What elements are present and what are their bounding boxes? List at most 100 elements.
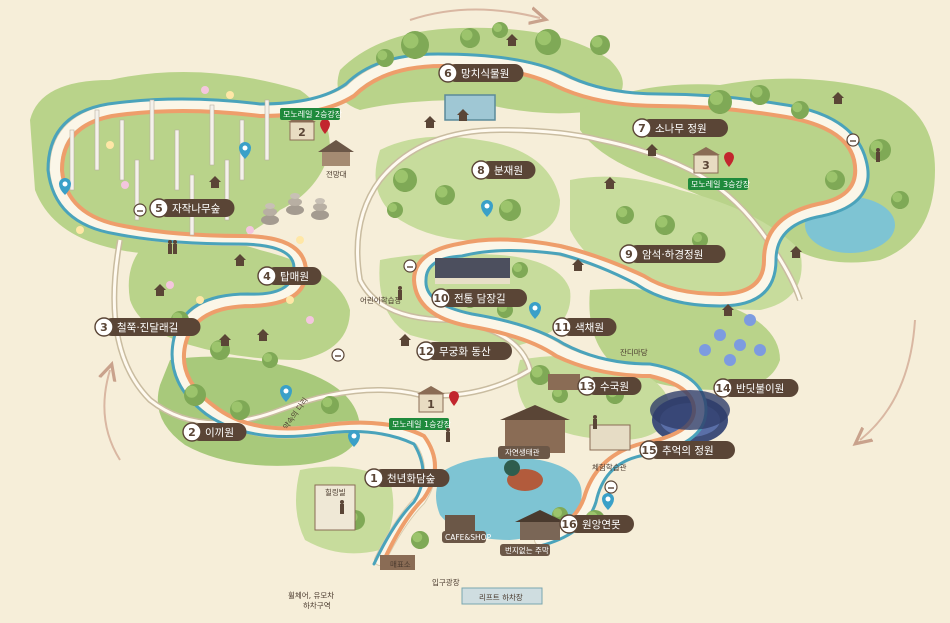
- monorail-station-number: 1: [427, 398, 435, 411]
- garden-name: 탑매원: [280, 271, 309, 283]
- photo-spot-icon[interactable]: [239, 142, 251, 159]
- monorail-station-label: 모노레일 2승강장: [283, 109, 343, 119]
- restroom-icon: [446, 428, 450, 442]
- garden-name: 천년화담숲: [387, 473, 436, 485]
- garden-number: 14: [715, 382, 731, 395]
- monorail-station-3[interactable]: 3 모노레일 3승강장: [688, 147, 751, 190]
- rest-area-icon: [604, 480, 618, 494]
- garden-number: 11: [554, 321, 569, 334]
- garden-name: 소나무 정원: [655, 123, 707, 135]
- garden-name: 망치식물원: [461, 68, 509, 80]
- photo-spot-icon[interactable]: [280, 385, 292, 402]
- restroom-icon: [398, 286, 402, 300]
- ticket-office: [380, 555, 415, 570]
- rest-area-icon: [846, 133, 860, 147]
- photo-spot-icon[interactable]: [529, 302, 541, 319]
- shelter-icon: [832, 92, 844, 104]
- photo-spot-icon[interactable]: [59, 178, 71, 195]
- shelter-icon: [572, 259, 584, 271]
- shelter-icon: [257, 329, 269, 341]
- garden-label-11[interactable]: 11 색채원: [552, 317, 617, 337]
- garden-number: 1: [370, 472, 378, 485]
- garden-number: 4: [263, 270, 271, 283]
- experience-hall-label: 체험학습관: [592, 462, 627, 472]
- garden-label-9[interactable]: 9 암석·하경정원: [619, 244, 726, 264]
- restroom-icon: [876, 148, 880, 162]
- garden-label-4[interactable]: 4 탑매원: [257, 266, 322, 286]
- monorail-station-1[interactable]: 1 모노레일 1승강장: [389, 386, 459, 430]
- memory-garden-house: [548, 374, 580, 390]
- garden-label-14[interactable]: 14 반딧불이원: [713, 378, 799, 398]
- garden-name: 추억의 정원: [662, 445, 714, 457]
- garden-label-1[interactable]: 1 천년화담숲: [364, 468, 450, 488]
- tea-house: [520, 520, 560, 540]
- wheelchair-area-label-2: 하차구역: [303, 600, 331, 610]
- monorail-station-label: 모노레일 3승강장: [691, 179, 751, 189]
- direction-arrow-right: [860, 319, 916, 440]
- garden-name: 암석·하경정원: [642, 248, 703, 261]
- shelter-icon: [209, 176, 221, 188]
- garden-name: 분재원: [494, 165, 523, 177]
- shelter-icon: [234, 254, 246, 266]
- monorail-station-label: 모노레일 1승강장: [392, 419, 452, 429]
- firefly-dome: [650, 390, 730, 430]
- shelter-icon: [646, 144, 658, 156]
- shelter-icon: [457, 109, 469, 121]
- garden-name: 원앙연못: [582, 519, 621, 531]
- shelter-icon: [604, 177, 616, 189]
- observatory-pavilion: [322, 150, 350, 166]
- traditional-wall: [435, 258, 510, 278]
- map-icons: [59, 34, 880, 514]
- eco-center-label: 자연생태관: [505, 447, 540, 457]
- garden-number: 3: [100, 321, 108, 334]
- photo-spot-icon[interactable]: [348, 430, 360, 447]
- kids-area-label: 어린이학습장: [360, 295, 401, 305]
- garden-label-5[interactable]: 5 자작나무숲: [149, 198, 235, 218]
- garden-number: 2: [188, 426, 196, 439]
- photo-spot-icon[interactable]: [481, 200, 493, 217]
- garden-label-8[interactable]: 8 분재원: [471, 160, 536, 180]
- garden-number: 15: [641, 444, 656, 457]
- monorail-station-number: 3: [702, 159, 710, 172]
- garden-number: 10: [433, 292, 449, 305]
- garden-name: 반딧불이원: [736, 383, 784, 395]
- restroom-icon: [593, 415, 597, 429]
- shelter-icon: [399, 334, 411, 346]
- garden-number: 9: [625, 248, 633, 261]
- cafe-label: CAFE&SHOP: [445, 533, 492, 542]
- shelter-icon: [790, 246, 802, 258]
- shelter-icon: [424, 116, 436, 128]
- location-pin-icon: [320, 119, 330, 134]
- garden-name: 이끼원: [205, 427, 234, 439]
- shelter-icon: [154, 284, 166, 296]
- monorail-track: [111, 126, 803, 426]
- lawn-label: 잔디마당: [620, 347, 648, 357]
- garden-number: 8: [477, 164, 485, 177]
- rest-area-icon: [133, 203, 147, 217]
- healing-building-label: 힐링빌: [325, 487, 346, 497]
- wheelchair-area-label-1: 휠체어, 유모차: [288, 590, 334, 600]
- garden-name: 자작나무숲: [172, 203, 221, 215]
- garden-number: 13: [579, 380, 594, 393]
- garden-name: 색채원: [575, 322, 604, 334]
- photo-spot-icon[interactable]: [602, 493, 614, 510]
- greenhouse: [444, 94, 496, 121]
- garden-label-2[interactable]: 2 이끼원: [182, 422, 247, 442]
- lift-label: 리프트 하차장: [479, 592, 523, 602]
- location-pin-icon: [449, 391, 459, 406]
- direction-arrow-top: [409, 9, 540, 20]
- garden-label-15[interactable]: 15 추억의 정원: [639, 440, 735, 460]
- observatory-label: 전망대: [326, 169, 347, 179]
- garden-number: 5: [155, 202, 163, 215]
- tea-house-label: 번지없는 주막: [505, 545, 549, 555]
